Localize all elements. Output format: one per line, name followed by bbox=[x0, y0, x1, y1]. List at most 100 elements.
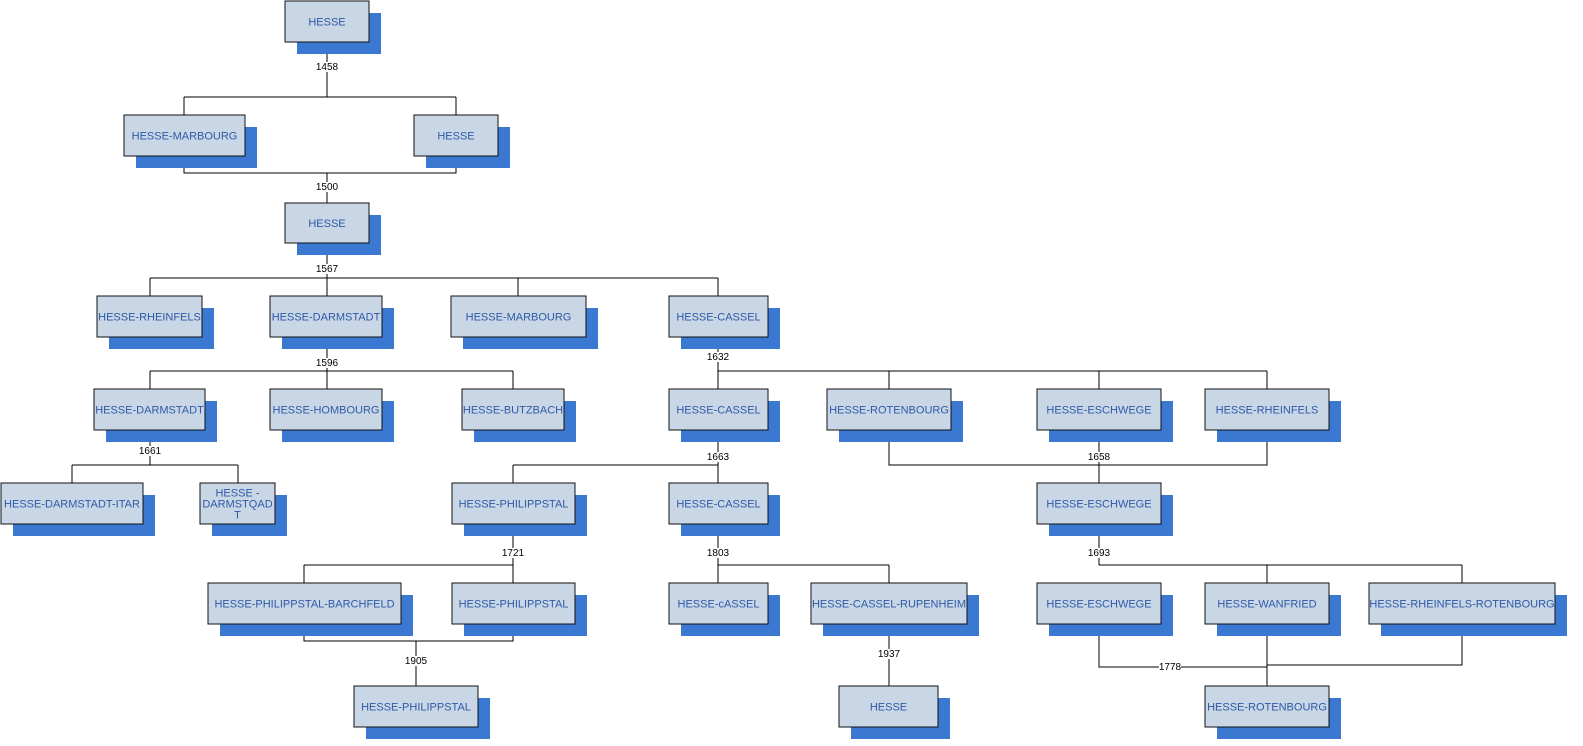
node-label: HESSE-ROTENBOURG bbox=[1207, 702, 1327, 714]
year-label-bg bbox=[878, 649, 900, 659]
connector-layer bbox=[71, 42, 1463, 686]
year-label: 1693 bbox=[1088, 548, 1111, 559]
year-text: 1778 bbox=[1159, 662, 1182, 673]
year-label: 1596 bbox=[316, 358, 339, 369]
year-text: 1937 bbox=[878, 649, 901, 660]
year-label: 1458 bbox=[316, 62, 339, 73]
node-label: HESSE bbox=[870, 702, 907, 714]
year-text: 1658 bbox=[1088, 452, 1111, 463]
node-label: HESSE-CASSEL bbox=[676, 312, 760, 324]
house-node: HESSE-PHILIPPSTAL bbox=[353, 685, 490, 739]
year-text: 1632 bbox=[707, 352, 730, 363]
year-label-layer: 1458 1500 1567 1596 1632 1661 1663 1658 1721 1803… bbox=[139, 62, 1182, 673]
node-box bbox=[451, 482, 576, 525]
node-box bbox=[668, 482, 769, 525]
year-label: 1567 bbox=[316, 264, 339, 275]
house-node: HESSE bbox=[284, 202, 381, 255]
house-node: HESSE-CASSEL bbox=[668, 295, 780, 349]
node-box bbox=[1368, 582, 1556, 625]
node-label: HESSE-ESCHWEGE bbox=[1046, 599, 1151, 611]
house-node: HESSE-BUTZBACH bbox=[461, 388, 576, 442]
house-node: HESSE-ROTENBOURG bbox=[826, 388, 963, 442]
node-label: HESSE-DARMSTADT bbox=[272, 312, 381, 324]
year-label-bg bbox=[707, 548, 729, 558]
year-label-bg bbox=[1088, 452, 1110, 462]
node-label: HESSE-PHILIPPSTAL-BARCHFELD bbox=[214, 599, 394, 611]
house-node: HESSE-RHEINFELS bbox=[1204, 388, 1341, 442]
house-node: HESSE-CASSEL bbox=[668, 388, 780, 442]
year-label-bg bbox=[316, 264, 338, 274]
node-label: HESSE-CASSEL bbox=[676, 405, 760, 417]
house-node: HESSE-CASSEL-RUPENHEIM bbox=[810, 582, 979, 636]
year-label: 1661 bbox=[139, 446, 162, 457]
node-label: HESSE-HOMBOURG bbox=[273, 405, 380, 417]
connector-line bbox=[1098, 624, 1267, 668]
node-label: HESSE-DARMSTADT bbox=[95, 405, 204, 417]
house-node: HESSE bbox=[413, 114, 510, 168]
node-box bbox=[123, 114, 246, 157]
house-node: HESSE bbox=[284, 0, 381, 54]
house-node: HESSE-ESCHWEGE bbox=[1036, 582, 1173, 636]
node-label: HESSE bbox=[308, 218, 345, 230]
house-node: HESSE-cASSEL bbox=[668, 582, 780, 636]
year-label: 1803 bbox=[707, 548, 730, 559]
node-box bbox=[826, 388, 952, 431]
node-label: HESSE-DARMSTADT-ITAR bbox=[4, 499, 140, 511]
connector-line bbox=[888, 430, 1268, 466]
node-label: HESSE-RHEINFELS bbox=[98, 312, 201, 324]
year-label-bg bbox=[405, 656, 427, 666]
node-box bbox=[0, 482, 144, 525]
node-label: HESSE bbox=[437, 131, 474, 143]
connector-line bbox=[1267, 624, 1463, 666]
year-label: 1905 bbox=[405, 656, 428, 667]
node-label: HESSE-ESCHWEGE bbox=[1046, 405, 1151, 417]
node-box bbox=[668, 582, 769, 625]
house-node: HESSE-MARBOURG bbox=[450, 295, 598, 349]
node-box bbox=[838, 685, 939, 728]
node-box bbox=[668, 388, 769, 431]
year-text: 1661 bbox=[139, 446, 162, 457]
house-node: HESSE-DARMSTADT bbox=[269, 295, 394, 349]
year-label-bg bbox=[502, 548, 524, 558]
node-label: HESSE-ESCHWEGE bbox=[1046, 499, 1151, 511]
house-node: HESSE-DARMSTADT-ITAR bbox=[0, 482, 155, 536]
node-label: DARMSTQAD bbox=[202, 499, 272, 511]
node-box bbox=[810, 582, 968, 625]
node-label: HESSE-CASSEL bbox=[676, 499, 760, 511]
house-node: HESSE-RHEINFELS bbox=[96, 295, 214, 349]
year-text: 1803 bbox=[707, 548, 730, 559]
house-node: HESSE-PHILIPPSTAL bbox=[451, 482, 587, 536]
node-box bbox=[353, 685, 479, 728]
node-box bbox=[1036, 388, 1162, 431]
node-label: HESSE bbox=[308, 17, 345, 29]
node-box bbox=[668, 295, 769, 338]
node-box bbox=[1036, 482, 1162, 525]
node-box bbox=[413, 114, 499, 157]
year-label: 1500 bbox=[316, 182, 339, 193]
node-box bbox=[269, 295, 383, 338]
year-label-bg bbox=[316, 358, 338, 368]
node-label: HESSE-RHEINFELS-ROTENBOURG bbox=[1369, 599, 1554, 611]
node-label: HESSE-ROTENBOURG bbox=[829, 405, 949, 417]
year-label-bg bbox=[707, 452, 729, 462]
node-label: HESSE-MARBOURG bbox=[132, 131, 238, 143]
year-label: 1632 bbox=[707, 352, 730, 363]
node-box bbox=[284, 202, 370, 244]
node-label: HESSE - bbox=[215, 488, 259, 500]
node-box bbox=[461, 388, 565, 431]
house-node: HESSE-PHILIPPSTAL bbox=[451, 582, 587, 636]
year-text: 1905 bbox=[405, 656, 428, 667]
house-node: HESSE-PHILIPPSTAL-BARCHFELD bbox=[207, 582, 413, 636]
house-node: HESSE-RHEINFELS-ROTENBOURG bbox=[1368, 582, 1567, 636]
year-text: 1500 bbox=[316, 182, 339, 193]
year-label-bg bbox=[1159, 662, 1181, 672]
year-label: 1721 bbox=[502, 548, 525, 559]
year-text: 1663 bbox=[707, 452, 730, 463]
year-text: 1567 bbox=[316, 264, 339, 275]
node-box bbox=[93, 388, 206, 431]
node-box bbox=[96, 295, 203, 338]
year-text: 1596 bbox=[316, 358, 339, 369]
year-label-bg bbox=[316, 182, 338, 192]
